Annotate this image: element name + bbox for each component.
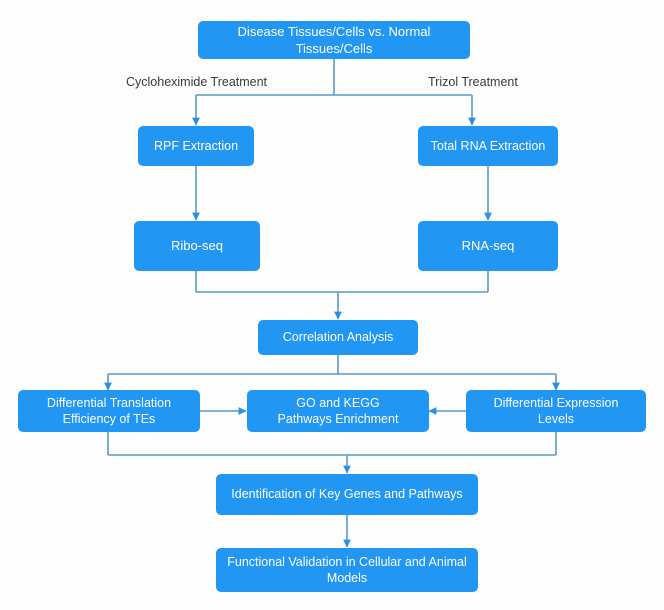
node-differential-translation[interactable]: Differential Translation Efficiency of T… <box>18 390 200 432</box>
node-differential-expression-label: Differential Expression Levels <box>493 395 619 427</box>
node-rpf-extraction[interactable]: RPF Extraction <box>138 126 254 166</box>
node-functional-validation[interactable]: Functional Validation in Cellular and An… <box>216 548 478 592</box>
node-correlation-analysis[interactable]: Correlation Analysis <box>258 320 418 355</box>
node-ribo-seq[interactable]: Ribo-seq <box>134 221 260 271</box>
node-identification-label: Identification of Key Genes and Pathways <box>231 487 463 502</box>
node-identification[interactable]: Identification of Key Genes and Pathways <box>216 474 478 515</box>
node-total-rna-extraction[interactable]: Total RNA Extraction <box>418 126 558 166</box>
node-functional-validation-label: Functional Validation in Cellular and An… <box>227 554 467 586</box>
node-differential-translation-label: Differential Translation Efficiency of T… <box>46 395 172 427</box>
edge-label-cycloheximide: Cycloheximide Treatment <box>126 75 268 89</box>
node-go-kegg[interactable]: GO and KEGG Pathways Enrichment <box>247 390 429 432</box>
node-ribo-seq-label: Ribo-seq <box>170 238 224 254</box>
node-correlation-analysis-label: Correlation Analysis <box>282 330 394 345</box>
node-total-rna-extraction-label: Total RNA Extraction <box>430 138 546 153</box>
node-source[interactable]: Disease Tissues/Cells vs. Normal Tissues… <box>198 21 470 59</box>
node-go-kegg-label: GO and KEGG Pathways Enrichment <box>277 395 399 427</box>
edge-label-trizol: Trizol Treatment <box>428 75 518 89</box>
node-rna-seq-label: RNA-seq <box>461 238 515 254</box>
node-rna-seq[interactable]: RNA-seq <box>418 221 558 271</box>
node-source-label: Disease Tissues/Cells vs. Normal Tissues… <box>237 23 431 56</box>
node-rpf-extraction-label: RPF Extraction <box>153 138 239 153</box>
node-differential-expression[interactable]: Differential Expression Levels <box>466 390 646 432</box>
